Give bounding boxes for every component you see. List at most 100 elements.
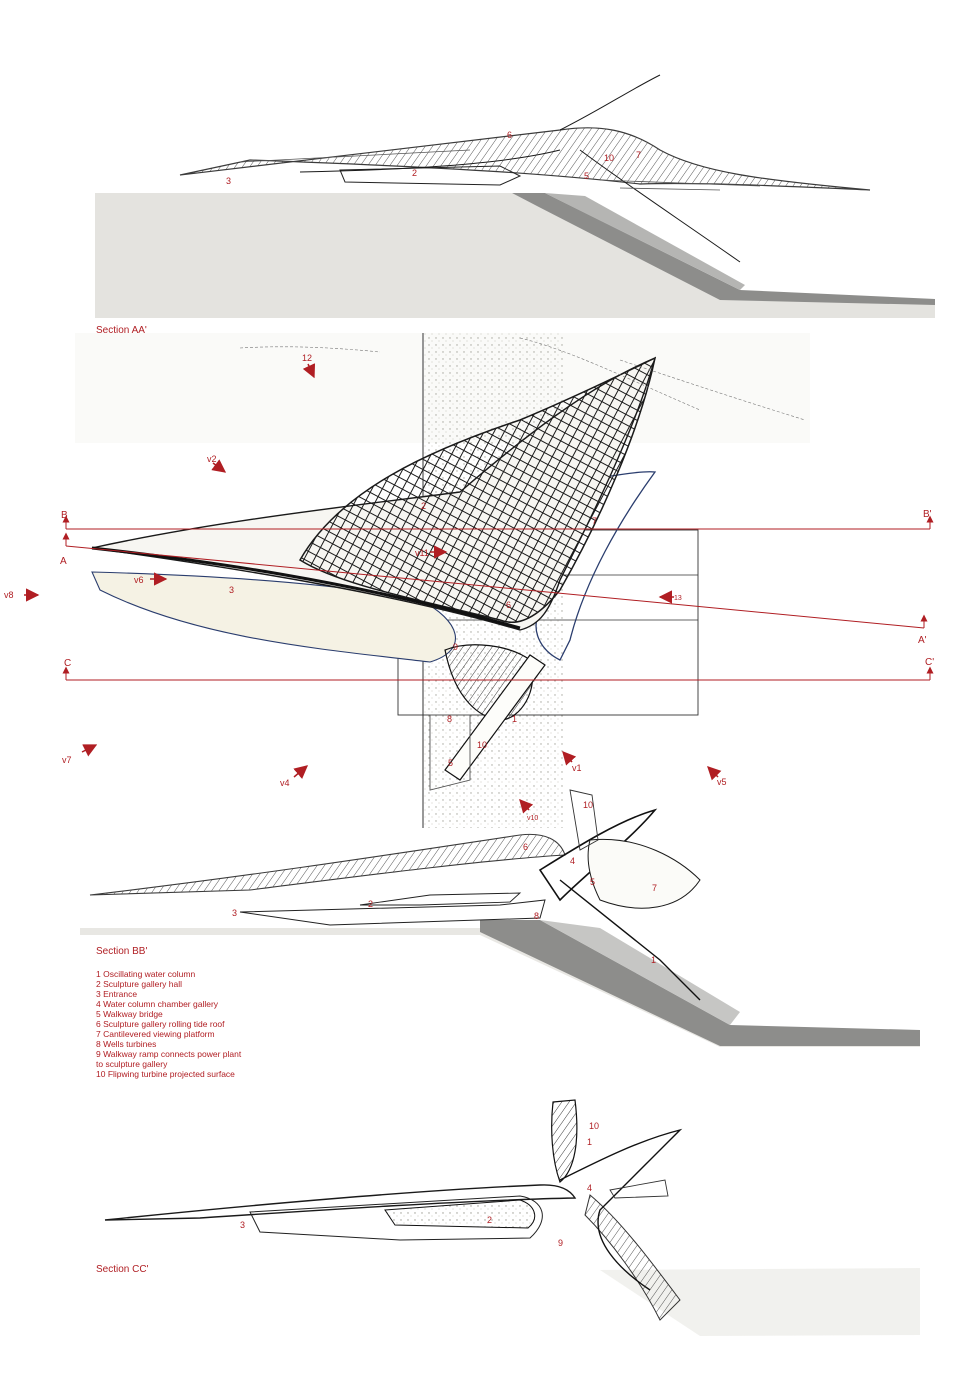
view-label-v11: v11 (415, 548, 429, 558)
section-bb-fin (569, 789, 599, 851)
plan-lower-wing (91, 571, 456, 663)
legend-item: 10 Flipwing turbine projected surface (96, 1069, 235, 1079)
view-arrow-v10 (519, 798, 534, 814)
cc-label-9: 9 (558, 1238, 563, 1248)
marker-a: A (60, 556, 67, 567)
view-arrow-12 (302, 363, 316, 379)
section-cc-turbine (551, 1099, 578, 1183)
legend-item: 6 Sculpture gallery rolling tide roof (96, 1019, 225, 1029)
plan-topo (239, 337, 806, 421)
view-arrow-v1 (562, 750, 577, 766)
section-cc-caption: Section CC' (96, 1264, 149, 1275)
section-bb-diagonal (559, 879, 701, 1001)
cc-label-3: 3 (240, 1220, 245, 1230)
plan-pier (429, 714, 471, 791)
legend-item: to sculpture gallery (96, 1059, 168, 1069)
bb-label-3: 3 (232, 908, 237, 918)
cc-label-1: 1 (587, 1137, 592, 1147)
view-label-v4: v4 (280, 778, 290, 788)
bb-label-2: 2 (368, 899, 373, 909)
view-label-v7: v7 (62, 755, 72, 765)
legend-item: 7 Cantilevered viewing platform (96, 1029, 215, 1039)
legend-item: 3 Entrance (96, 989, 138, 999)
bb-label-8: 8 (534, 911, 539, 921)
section-aa-slope-shade (512, 193, 935, 305)
bb-label-5: 5 (590, 877, 595, 887)
section-bb-slope-light (540, 920, 740, 1025)
marker-c-prime: C' (925, 657, 934, 668)
section-cc-spike (584, 1194, 681, 1321)
cc-label-2: 2 (487, 1215, 492, 1225)
bb-label-6: 6 (523, 842, 528, 852)
section-cc-drawing: 1 2 3 4 9 10 (104, 1099, 920, 1336)
plan-label-7: 7 (592, 516, 597, 526)
section-cc-wing (609, 1179, 669, 1199)
section-bb-drawing: 2 3 4 5 6 7 8 10 1 (80, 789, 920, 1047)
plan-lattice-roof (298, 356, 657, 624)
plan-label-2: 2 (421, 501, 426, 511)
legend-item: 9 Walkway ramp connects power plant (96, 1049, 242, 1059)
view-label-v1: v1 (572, 763, 582, 773)
section-aa-roof (179, 127, 871, 191)
marker-b: B (61, 510, 68, 521)
view-arrow-v7 (81, 744, 98, 757)
section-bb-caption: Section BB' (96, 946, 148, 957)
plan-label-8: 8 (447, 714, 452, 724)
section-cc-hall (384, 1199, 536, 1229)
view-label-13: 13 (674, 595, 682, 602)
marker-c: C (64, 658, 71, 669)
plan-label-6: 6 (506, 600, 511, 610)
cc-label-4: 4 (587, 1183, 592, 1193)
section-cc-ground (600, 1268, 920, 1336)
section-cc-fin (559, 1128, 683, 1291)
section-cc-roof (104, 1184, 577, 1221)
section-bb-platform (587, 838, 701, 909)
section-aa-caption: Section AA' (96, 325, 147, 336)
marker-a-prime: A' (918, 635, 927, 646)
aa-label-10: 10 (604, 153, 614, 163)
plan-label-9: 9 (453, 642, 458, 652)
plan-label-10: 10 (477, 740, 487, 750)
legend-item: 2 Sculpture gallery hall (96, 979, 182, 989)
section-aa-terrace (239, 149, 761, 191)
section-aa-slope-light (545, 193, 745, 290)
plan-label-5: 5 (448, 758, 453, 768)
view-arrow-v5 (707, 766, 722, 781)
section-bb-slope (480, 920, 920, 1046)
legend-item: 4 Water column chamber gallery (96, 999, 219, 1009)
view-label-v5: v5 (717, 777, 727, 787)
view-arrow-v4 (293, 765, 309, 780)
section-cc-gallery (249, 1195, 543, 1241)
bb-label-7: 7 (652, 883, 657, 893)
legend-item: 1 Oscillating water column (96, 969, 196, 979)
bb-label-1: 1 (651, 955, 656, 965)
legend-item: 8 Wells turbines (96, 1039, 157, 1049)
section-line-a (65, 545, 925, 629)
view-label-12: 12 (302, 353, 312, 363)
marker-b-prime: B' (923, 509, 932, 520)
bb-label-4: 4 (570, 856, 575, 866)
view-arrow-v2 (211, 459, 227, 473)
view-label-v8: v8 (4, 590, 14, 600)
aa-label-5: 5 (584, 171, 589, 181)
bb-label-10: 10 (583, 800, 593, 810)
section-bb-inner (359, 892, 522, 906)
aa-label-3: 3 (226, 176, 231, 186)
view-label-v10: v10 (527, 815, 538, 822)
aa-label-7: 7 (636, 150, 641, 160)
section-bb-tower (538, 808, 658, 902)
view-label-v6: v6 (134, 575, 144, 585)
aa-label-6: 6 (507, 130, 512, 140)
plan-drawing: B B' A A' C C' v8 v6 v11 13 v2 12 v7 v4 … (4, 333, 934, 828)
section-bb-roof (89, 833, 566, 896)
section-aa-spire (299, 74, 741, 263)
section-aa-drawing: 2 3 5 6 7 10 (95, 74, 935, 318)
view-label-v2: v2 (207, 454, 217, 464)
aa-label-2: 2 (412, 168, 417, 178)
legend-item: 5 Walkway bridge (96, 1009, 163, 1019)
section-bb-gallery (239, 899, 546, 926)
cc-label-10: 10 (589, 1121, 599, 1131)
plan-label-3: 3 (229, 585, 234, 595)
